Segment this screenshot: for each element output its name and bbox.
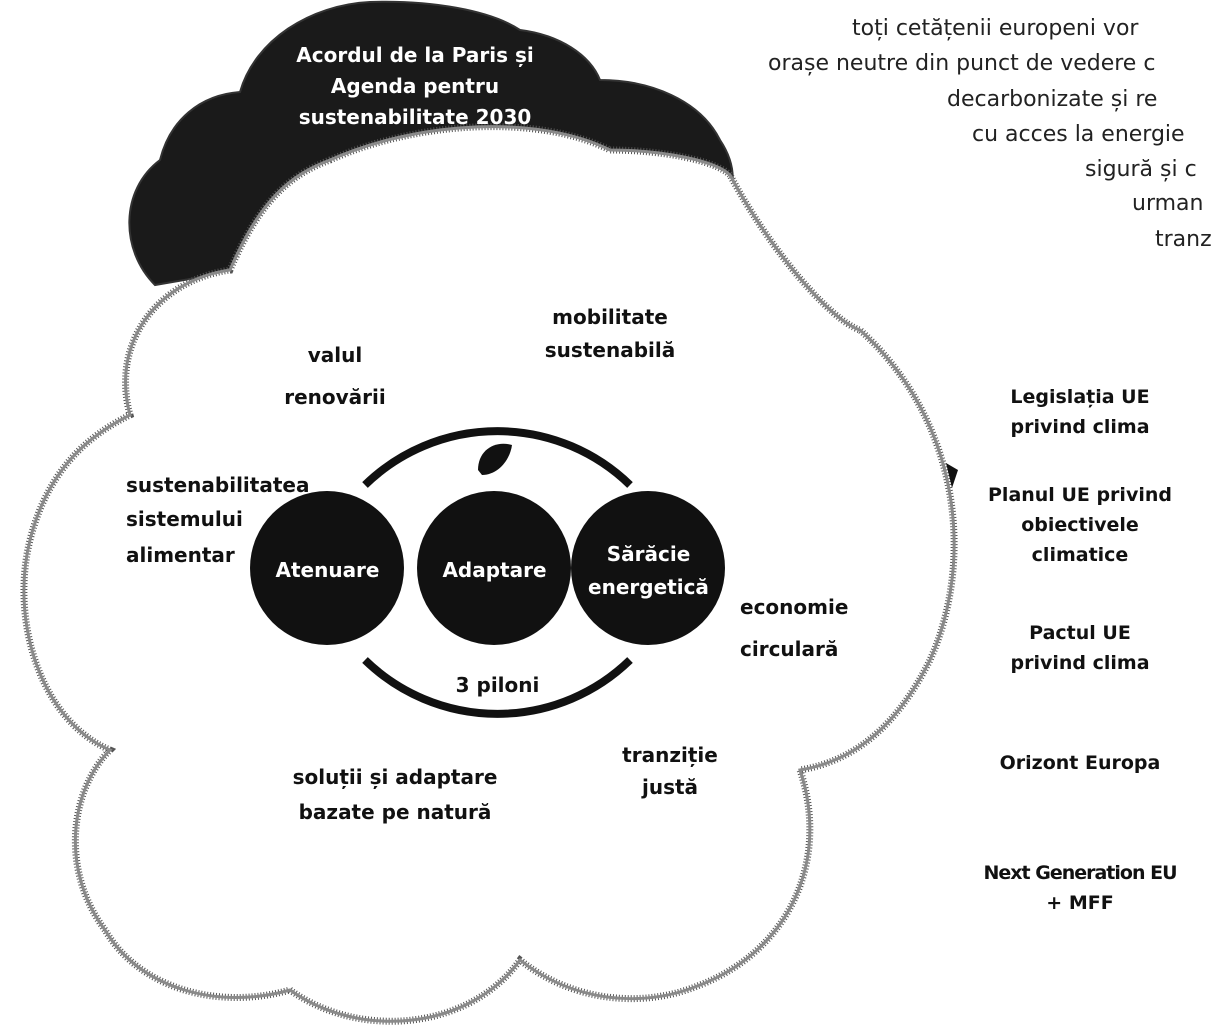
- theme-circulara: circulară: [740, 637, 839, 661]
- sidebar-planul-line-2: obiectivele: [1021, 514, 1139, 536]
- pillar-adaptare-circle: [417, 491, 571, 645]
- theme-renovarii: renovării: [284, 385, 386, 409]
- pillars-ring: [362, 427, 633, 718]
- theme-bazate: bazate pe natură: [298, 800, 492, 824]
- ring-bottom-arc: [362, 657, 633, 718]
- sidebar-legislatia-line-2: privind clima: [1010, 416, 1150, 438]
- sidebar-pactul-line-1: Pactul UE: [1029, 622, 1131, 644]
- pillars-caption: 3 piloni: [455, 673, 540, 697]
- top-cloud-title-line-1: Acordul de la Paris și: [296, 43, 534, 67]
- intro-line-4: cu acces la energie: [972, 122, 1185, 147]
- pillar-saracie-label-2: energetică: [588, 575, 709, 599]
- sidebar-item-legislatia: Legislația UE privind clima: [975, 382, 1185, 442]
- sidebar-planul-line-3: climatice: [1031, 544, 1129, 566]
- sidebar-nextgen-line-2: + MFF: [1046, 892, 1114, 914]
- pillar-atenuare-label: Atenuare: [275, 558, 380, 582]
- pillar-saracie-label-1: Sărăcie: [606, 542, 691, 566]
- pillar-saracie-circle: [571, 491, 725, 645]
- leaf-icon: [478, 443, 512, 475]
- pillar-circles: [250, 491, 725, 645]
- ring-top-arc: [362, 427, 633, 488]
- intro-line-5: sigură și c: [1085, 157, 1197, 182]
- pillar-atenuare-circle: [250, 491, 404, 645]
- pillar-adaptare-label: Adaptare: [442, 558, 547, 582]
- theme-sustenabilitatea: sustenabilitatea: [126, 473, 310, 497]
- sidebar-item-planul: Planul UE privind obiectivele climatice: [975, 480, 1185, 570]
- theme-justa: justă: [641, 775, 699, 799]
- theme-economie: economie: [740, 595, 849, 619]
- theme-alimentar: alimentar: [126, 543, 235, 567]
- sidebar-planul-line-1: Planul UE privind: [988, 484, 1172, 506]
- theme-tranzitie: tranziție: [622, 743, 718, 767]
- intro-line-2: orașe neutre din punct de vedere c: [768, 51, 1156, 76]
- arrow-icon: [946, 463, 958, 488]
- theme-sustenabila: sustenabilă: [544, 338, 676, 362]
- intro-line-3: decarbonizate și re: [947, 87, 1158, 112]
- sidebar-pactul-line-2: privind clima: [1010, 652, 1150, 674]
- top-cloud-title-line-2: Agenda pentru: [330, 74, 500, 98]
- top-cloud-title-line-3: sustenabilitate 2030: [298, 105, 532, 129]
- theme-valul: valul: [307, 343, 363, 367]
- theme-solutii: soluții și adaptare: [292, 765, 498, 789]
- theme-sistemului: sistemului: [126, 507, 243, 531]
- sidebar-item-pactul: Pactul UE privind clima: [975, 618, 1185, 678]
- theme-mobilitate: mobilitate: [552, 305, 668, 329]
- intro-line-6: urman: [1132, 191, 1204, 216]
- sidebar-item-nextgen: Next Generation EU + MFF: [965, 858, 1195, 918]
- sidebar-nextgen-line-1: Next Generation EU: [983, 862, 1177, 884]
- top-cloud-title: Acordul de la Paris și Agenda pentru sus…: [260, 40, 570, 133]
- intro-line-1: toți cetățenii europeni vor: [852, 16, 1139, 41]
- sidebar-legislatia-line-1: Legislația UE: [1010, 386, 1150, 408]
- intro-line-7: tranz: [1155, 227, 1212, 252]
- sidebar-item-orizont: Orizont Europa: [999, 752, 1161, 774]
